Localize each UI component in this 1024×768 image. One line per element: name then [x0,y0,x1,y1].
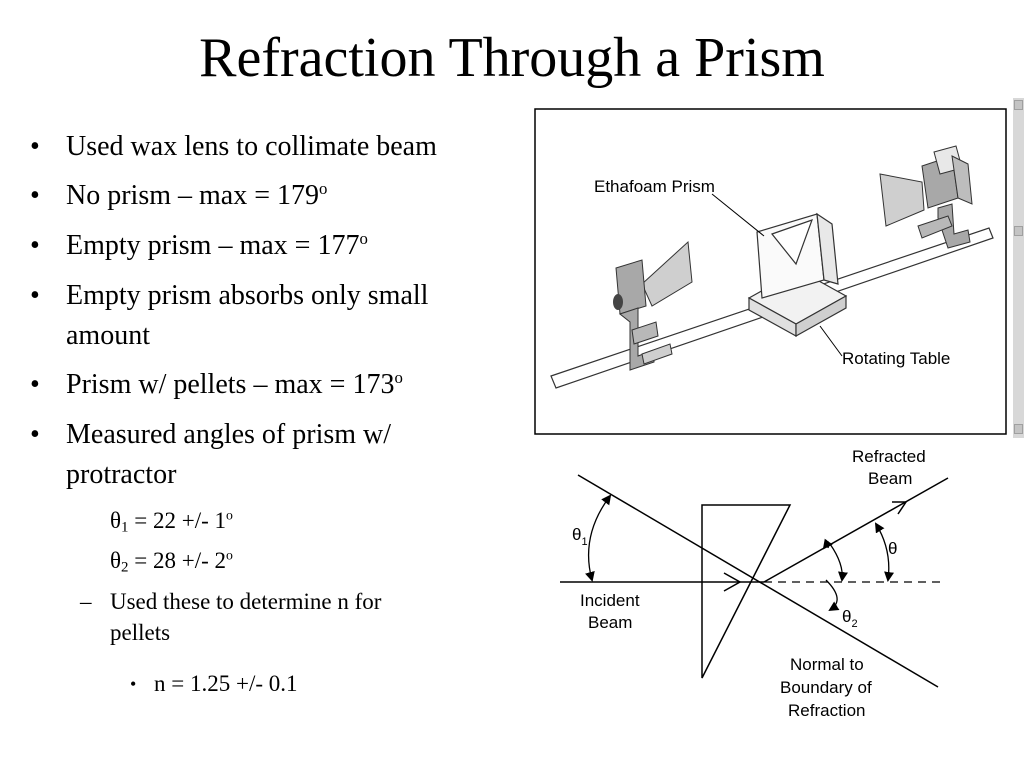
label-incident-1: Incident [580,591,640,610]
label-normal-2: Boundary of [780,678,872,697]
svg-text:θ1: θ1 [572,525,588,548]
bullet-text-line1: Empty prism absorbs only small [66,280,429,311]
degree-sup: o [226,507,233,523]
prism-outline [701,504,792,679]
scroll-up-arrow[interactable] [1014,100,1023,110]
label-prism: Ethafoam Prism [594,177,715,196]
dash-marker: – [80,589,92,614]
bullet-marker: • [30,369,40,400]
degree-sup: o [359,228,368,248]
refracted-arrow [892,501,908,515]
label-table: Rotating Table [842,349,950,368]
label-theta2-sub: 2 [851,618,857,630]
label-theta: θ [888,539,897,558]
degree-sup: o [226,547,233,563]
theta2-lower-arc [825,579,840,612]
scroll-down-arrow[interactable] [1014,424,1023,434]
ray-diagram: Refracted Beam θ1 θ θ2 Incident Beam Nor… [560,447,949,720]
incident-arrow [723,572,742,592]
label-incident-2: Beam [588,613,632,632]
bullet-marker: • [30,180,40,211]
bullet-marker: • [30,230,40,261]
bullet-text-line2: amount [66,320,150,351]
bullet-marker: • [130,674,137,694]
theta-subscript: 1 [121,519,129,536]
normal-line [577,474,939,688]
dash-text-line1: Used these to determine n for [110,589,382,614]
bullet-text: Used wax lens to collimate beam [66,131,437,162]
right-horn [879,173,925,227]
bullet-text-line1: Measured angles of prism w/ [66,419,392,450]
left-horn [641,240,693,307]
label-theta2: θ [842,607,851,626]
degree-sup: o [319,178,328,198]
theta-symbol: θ [110,548,122,573]
bullet-text: No prism – max = 179 [66,180,319,211]
label-refracted-1: Refracted [852,447,926,466]
degree-sup: o [394,367,403,387]
scroll-thumb[interactable] [1014,226,1023,236]
bullet-marker: • [30,280,40,311]
result-text: n = 1.25 +/- 0.1 [154,671,298,696]
theta1-arc [585,494,612,582]
sub-bullet-text: = 22 +/- 1 [128,508,226,533]
apparatus-figure: Ethafoam Prism Rotating Table [534,108,1007,435]
bullet-text: Prism w/ pellets – max = 173 [66,369,395,400]
table-leader [819,325,843,357]
label-normal-1: Normal to [790,655,864,674]
label-normal-3: Refraction [788,701,865,720]
bullet-text-line2: protractor [66,459,177,490]
refracted-beam [763,477,949,583]
slide-title: Refraction Through a Prism [199,27,825,89]
svg-text:θ2: θ2 [842,607,858,630]
label-refracted-2: Beam [868,469,912,488]
label-theta1-sub: 1 [581,536,587,548]
sub-bullet-text: = 28 +/- 2 [128,548,226,573]
prism-leader [711,193,765,237]
bullet-marker: • [30,131,40,162]
scrollbar[interactable] [1013,98,1024,438]
dash-text-line2: pellets [110,620,171,645]
bullet-marker: • [30,419,40,450]
label-theta1: θ [572,525,581,544]
theta-arc [874,522,895,582]
theta-symbol: θ [110,508,122,533]
theta2-arc [829,543,848,582]
bullet-text: Empty prism – max = 177 [66,230,360,261]
theta-subscript: 2 [121,559,129,576]
